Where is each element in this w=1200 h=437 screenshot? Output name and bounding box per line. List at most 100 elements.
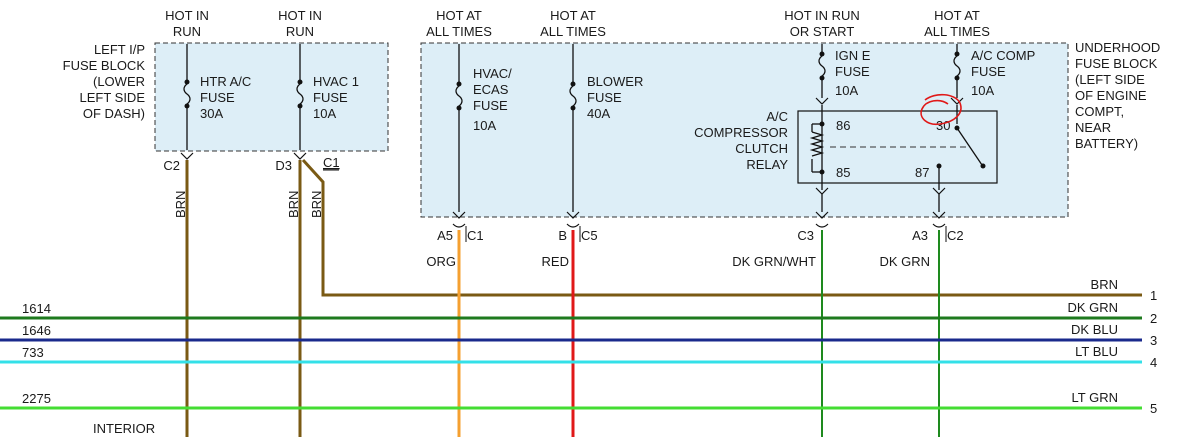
wire-label-dkgrnwht: DK GRN/WHT [732, 254, 816, 269]
connector-b-female [566, 223, 580, 228]
relay-pin-85: 85 [836, 165, 850, 180]
relay-label-4: RELAY [746, 157, 788, 172]
blower-label-2: FUSE [587, 90, 622, 105]
conn-b-label: B [558, 228, 567, 243]
conn-c5-label: C5 [581, 228, 598, 243]
ign-e-label-3: 10A [835, 83, 858, 98]
ac-comp-label-3: 10A [971, 83, 994, 98]
ign-e-label-1: IGN E [835, 48, 871, 63]
ac-compressor-clutch-relay: A/C COMPRESSOR CLUTCH RELAY 86 85 30 87 [694, 93, 998, 184]
wire-label-brn-1: BRN [173, 191, 188, 218]
wire-label-dkgrn: DK GRN [879, 254, 930, 269]
hvac1-fuse-label-1: HVAC 1 [313, 74, 359, 89]
connector-c2-left [180, 152, 194, 160]
hvac-ecas-label-2: ECAS [473, 82, 509, 97]
hvac-ecas-label-1: HVAC/ [473, 66, 512, 81]
conn-c2-label: C2 [163, 158, 180, 173]
left-block-label-3: (LOWER [93, 74, 145, 89]
bus-circuit-2: 1614 [22, 301, 51, 316]
ign-e-label-2: FUSE [835, 64, 870, 79]
hvac-ecas-label-4: 10A [473, 118, 496, 133]
htr-fuse-label-1: HTR A/C [200, 74, 251, 89]
wire-brn-branch [301, 158, 1142, 297]
left-block-label-4: LEFT SIDE [79, 90, 145, 105]
bus-circuit-3: 1646 [22, 323, 51, 338]
hvac-ecas-label-3: FUSE [473, 98, 508, 113]
header-htr-line1: HOT IN [165, 8, 209, 23]
ac-comp-label-2: FUSE [971, 64, 1006, 79]
underhood-label-6: NEAR [1075, 120, 1111, 135]
bus-label-5: LT GRN [1072, 390, 1118, 405]
relay-pin-30: 30 [936, 118, 950, 133]
hvac-ecas-fuse: HVAC/ ECAS FUSE 10A [455, 44, 512, 212]
bus-label-1: BRN [1091, 277, 1118, 292]
relay-pin-87: 87 [915, 165, 929, 180]
underhood-label-5: COMPT, [1075, 104, 1124, 119]
left-block-label-2: FUSE BLOCK [63, 58, 146, 73]
left-block-label: LEFT I/P FUSE BLOCK (LOWER LEFT SIDE OF … [63, 42, 146, 121]
conn-d3-label: D3 [275, 158, 292, 173]
header-blower-line1: HOT AT [550, 8, 596, 23]
htr-fuse-label-3: 30A [200, 106, 223, 121]
relay-box [797, 110, 998, 184]
bus-label-3: DK BLU [1071, 322, 1118, 337]
underhood-label-7: BATTERY) [1075, 136, 1138, 151]
connector-a5 [452, 211, 466, 219]
header-accomp: HOT AT ALL TIMES [924, 8, 990, 39]
ign-e-relay-connector [815, 97, 829, 105]
ac-comp-fuse: A/C COMP FUSE 10A [950, 44, 1035, 105]
conn-c3-label: C3 [797, 228, 814, 243]
header-igne-line1: HOT IN RUN [784, 8, 860, 23]
header-accomp-line1: HOT AT [934, 8, 980, 23]
header-igne-line2: OR START [790, 24, 855, 39]
connector-a5-female [452, 223, 466, 228]
header-blower-line2: ALL TIMES [540, 24, 606, 39]
header-hvac1-line2: RUN [286, 24, 314, 39]
connector-d3-left [293, 152, 307, 160]
left-fuse-block [154, 42, 389, 152]
underhood-label-3: (LEFT SIDE [1075, 72, 1145, 87]
header-htr-line2: RUN [173, 24, 201, 39]
header-hvac-ecas: HOT AT ALL TIMES [426, 8, 492, 39]
relay-label-1: A/C [766, 109, 788, 124]
header-hvac-ecas-line1: HOT AT [436, 8, 482, 23]
connector-b [566, 211, 580, 219]
conn-c1b-label: C1 [467, 228, 484, 243]
relay-pin-86: 86 [836, 118, 850, 133]
bus-number-5: 5 [1150, 401, 1157, 416]
header-accomp-line2: ALL TIMES [924, 24, 990, 39]
header-hvac1: HOT IN RUN [278, 8, 322, 39]
header-htr: HOT IN RUN [165, 8, 209, 39]
bus-number-3: 3 [1150, 333, 1157, 348]
htr-fuse-label-2: FUSE [200, 90, 235, 105]
blower-label-1: BLOWER [587, 74, 643, 89]
header-igne: HOT IN RUN OR START [784, 8, 860, 39]
conn-c2b-label: C2 [947, 228, 964, 243]
connector-c3-female [815, 223, 829, 228]
bus-label-4: LT BLU [1075, 344, 1118, 359]
wire-label-brn-2: BRN [286, 191, 301, 218]
header-blower: HOT AT ALL TIMES [540, 8, 606, 39]
header-hvac1-line1: HOT IN [278, 8, 322, 23]
underhood-block-label: UNDERHOOD FUSE BLOCK (LEFT SIDE OF ENGIN… [1075, 40, 1160, 151]
connector-a3-female [932, 223, 946, 228]
connector-a3 [932, 211, 946, 219]
bus-circuit-4: 733 [22, 345, 44, 360]
relay-label-2: COMPRESSOR [694, 125, 788, 140]
underhood-label-4: OF ENGINE [1075, 88, 1147, 103]
blower-fuse: BLOWER FUSE 40A [569, 44, 643, 212]
left-block-label-5: OF DASH) [83, 106, 145, 121]
blower-label-3: 40A [587, 106, 610, 121]
interior-label: INTERIOR [93, 421, 155, 436]
hvac1-fuse-label-3: 10A [313, 106, 336, 121]
conn-a5-label: A5 [437, 228, 453, 243]
underhood-label-1: UNDERHOOD [1075, 40, 1160, 55]
wire-label-brn-3: BRN [309, 191, 324, 218]
conn-c1-label: C1 [323, 155, 340, 170]
bus-label-2: DK GRN [1067, 300, 1118, 315]
ac-comp-relay-connector [950, 97, 964, 105]
bus-number-4: 4 [1150, 355, 1157, 370]
connector-c3 [815, 211, 829, 219]
